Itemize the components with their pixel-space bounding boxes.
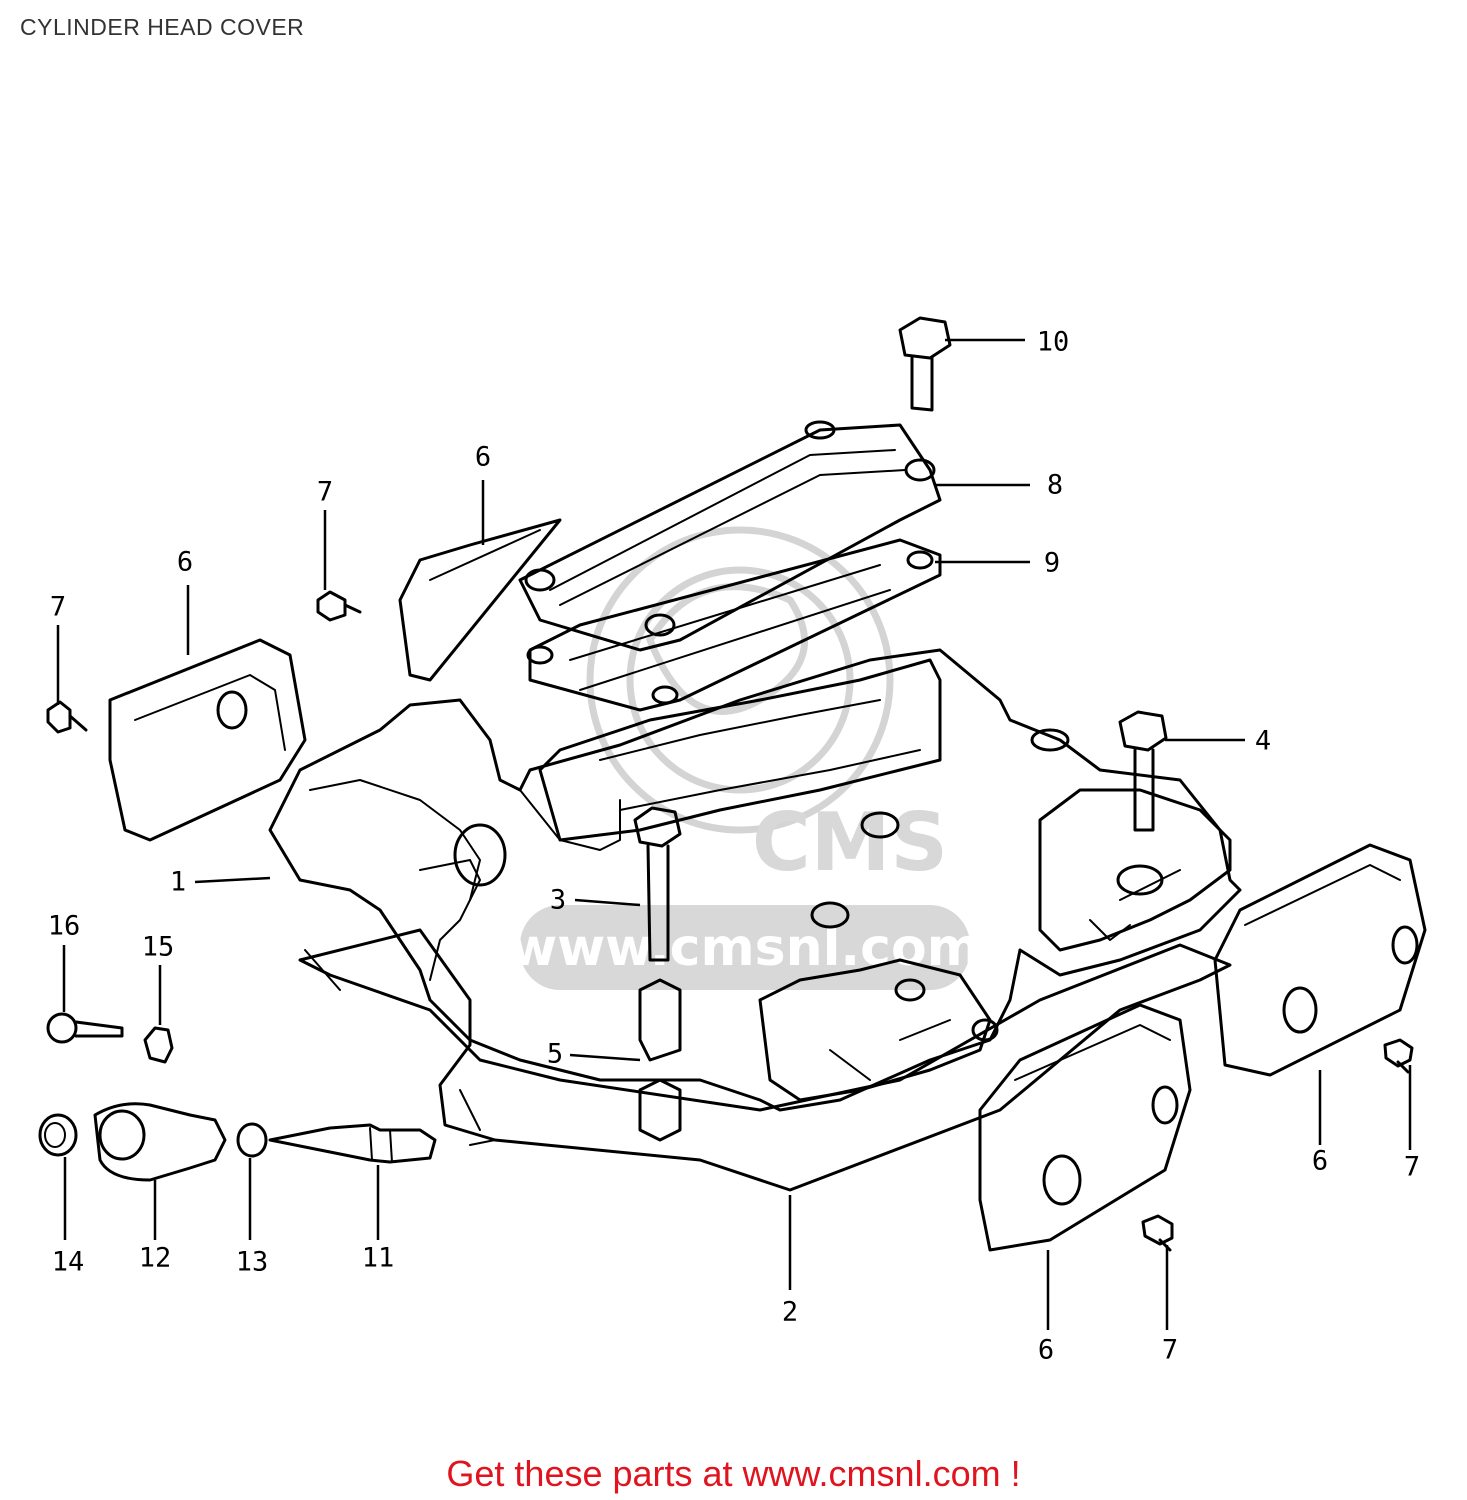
part-11-sensor (268, 1123, 437, 1164)
callout-5: 5 (546, 1038, 564, 1070)
callout-16: 16 (47, 910, 81, 942)
callout-6-left: 6 (176, 546, 194, 578)
part-6-cover-left (108, 638, 307, 842)
part-4-bolt (1118, 710, 1168, 832)
callout-4: 4 (1254, 725, 1272, 757)
callout-14: 14 (51, 1246, 85, 1278)
callout-7-bottom: 7 (1161, 1334, 1179, 1366)
callout-9: 9 (1043, 547, 1061, 579)
callout-12: 12 (138, 1242, 172, 1274)
callout-7-right: 7 (1403, 1151, 1421, 1183)
part-16-screw (46, 1012, 124, 1044)
part-7-screws (46, 590, 1414, 1252)
part-14-plug (38, 1113, 78, 1157)
part-15-clip (143, 1026, 174, 1064)
part-12-cap (93, 1102, 227, 1182)
callout-1: 1 (169, 866, 187, 898)
footer-parts-link[interactable]: Get these parts at www.cmsnl.com ! (446, 1453, 1021, 1494)
part-6-cover-right (1213, 843, 1427, 1077)
part-9-breather-gasket (526, 538, 942, 712)
callout-13: 13 (235, 1246, 269, 1278)
callout-6-top: 6 (474, 441, 492, 473)
cms-watermark: www.cmsnl.com CMS (509, 526, 981, 990)
part-3-bolt (633, 806, 682, 962)
part-2-gasket (298, 928, 1232, 1192)
part-8-breather-cover (518, 420, 942, 652)
callout-11: 11 (361, 1242, 395, 1274)
page-title: CYLINDER HEAD COVER (20, 14, 305, 40)
callout-3: 3 (549, 884, 567, 916)
part-6-cover-bottom (978, 1003, 1192, 1252)
callout-15: 15 (141, 931, 175, 963)
callout-10: 10 (1036, 326, 1070, 358)
callout-6-right: 6 (1311, 1145, 1329, 1177)
leader-lines (56, 338, 1412, 1330)
part-10-bolt (898, 316, 952, 412)
callout-2: 2 (781, 1296, 799, 1328)
watermark-brand-text: CMS (752, 796, 948, 889)
callout-7-left: 7 (49, 591, 67, 623)
callout-7-top: 7 (316, 476, 334, 508)
watermark-url-text: www.cmsnl.com (509, 918, 981, 978)
part-13-o-ring (236, 1122, 268, 1158)
callout-8: 8 (1046, 469, 1064, 501)
part-1-cover-body (268, 648, 1242, 1142)
part-6-cover-top (398, 518, 562, 682)
callout-6-bottom: 6 (1037, 1334, 1055, 1366)
